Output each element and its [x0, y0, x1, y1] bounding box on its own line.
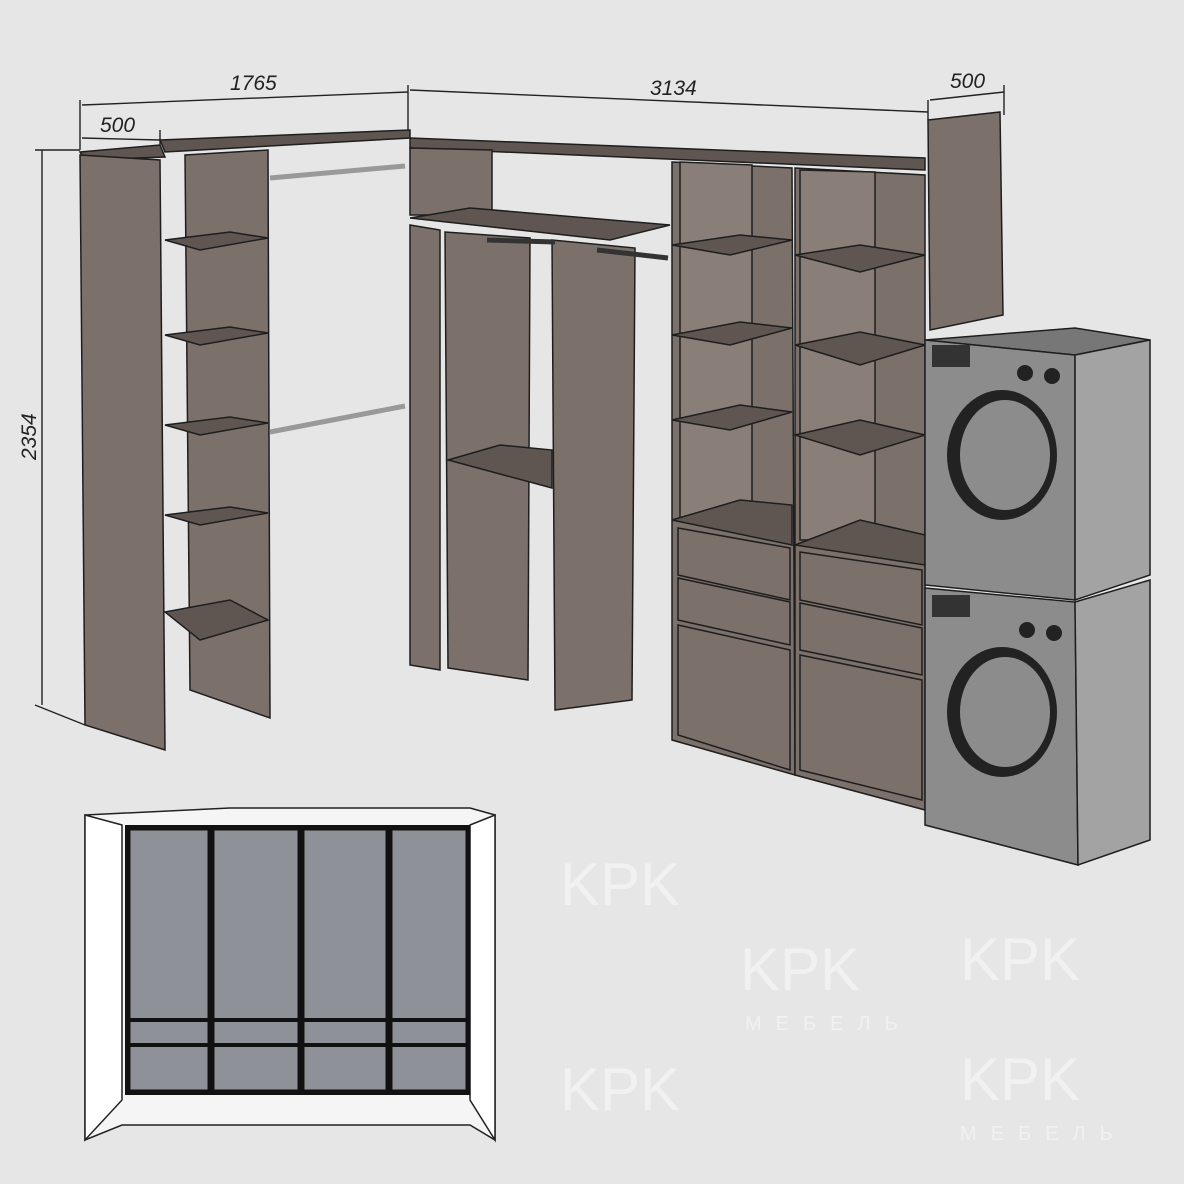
svg-text:KPK: KPK	[740, 936, 860, 1003]
dimension-right-width: 3134	[650, 77, 697, 100]
right-shelving-cabinet	[671, 111, 1004, 811]
front-view-sliding-doors	[84, 807, 496, 1143]
sliding-door	[387, 825, 471, 1095]
sliding-door	[209, 825, 303, 1095]
washing-machine-bottom	[924, 578, 1151, 867]
dimension-left-width: 1765	[230, 72, 277, 95]
washing-machine-top	[924, 327, 1151, 602]
dimension-height: 2354	[18, 413, 41, 461]
svg-text:KPK: KPK	[960, 1046, 1080, 1113]
knob-icon	[1046, 625, 1062, 641]
dimension-left-depth: 500	[100, 114, 135, 137]
left-shelving-unit	[78, 129, 411, 752]
knob-icon	[1044, 368, 1060, 384]
dimension-lines	[34, 85, 1005, 726]
display-icon	[932, 345, 970, 367]
svg-text:KPK: KPK	[960, 926, 1080, 993]
watermarks: KPK KPK МЕБЕЛЬ KPK KPK KPK МЕБЕЛЬ	[560, 851, 1127, 1145]
svg-text:KPK: KPK	[560, 1056, 680, 1123]
knob-icon	[1019, 622, 1035, 638]
svg-text:МЕБЕЛЬ: МЕБЕЛЬ	[745, 1013, 912, 1035]
dimension-right-depth: 500	[950, 70, 985, 93]
svg-text:KPK: KPK	[560, 851, 680, 918]
middle-hanging-unit	[409, 137, 926, 711]
display-icon	[932, 595, 970, 617]
sliding-door	[125, 825, 213, 1095]
knob-icon	[1017, 365, 1033, 381]
svg-text:МЕБЕЛЬ: МЕБЕЛЬ	[960, 1123, 1127, 1145]
sliding-door	[299, 825, 391, 1095]
